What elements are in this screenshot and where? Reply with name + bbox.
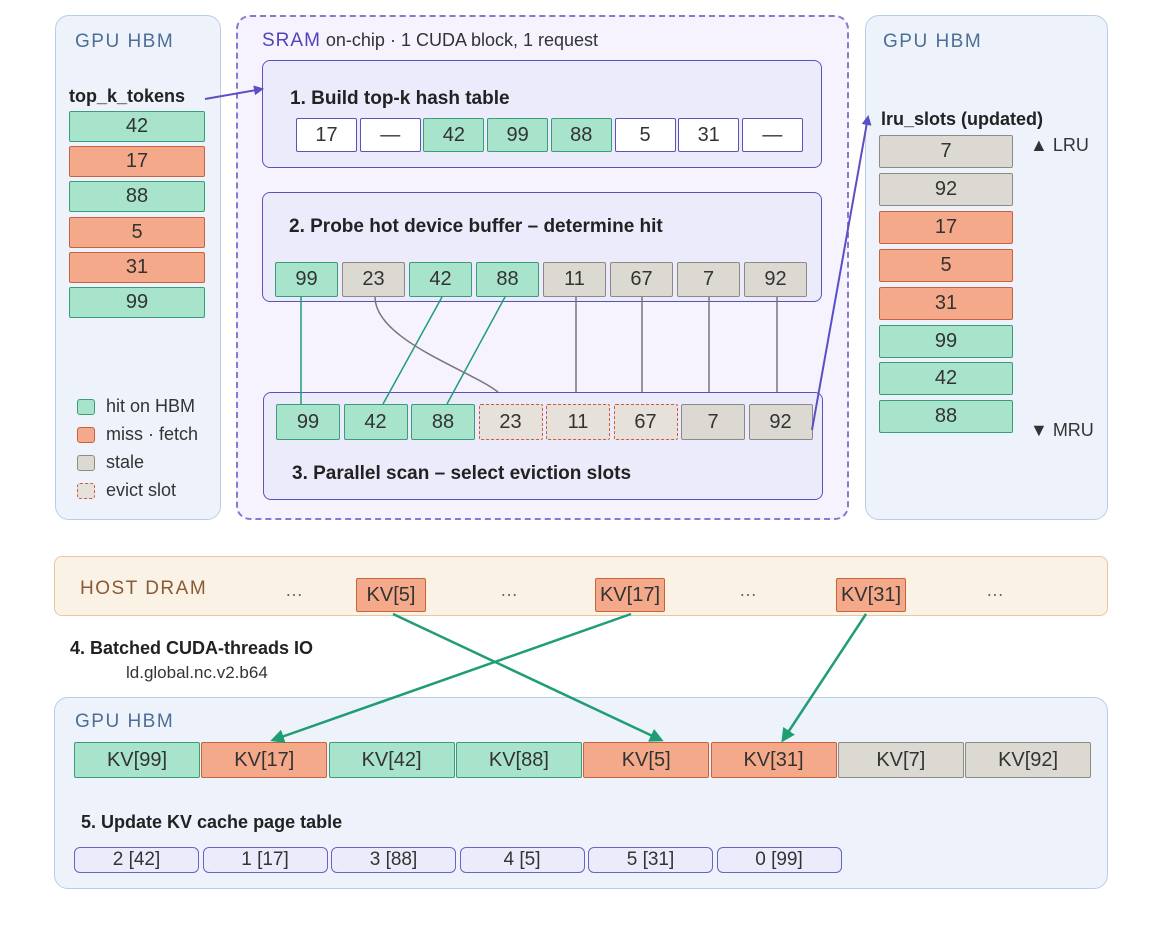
kv-cell: KV[7]	[837, 742, 964, 778]
host-ellipsis: …	[986, 580, 1004, 600]
arrow-scan-to-lru	[811, 115, 872, 431]
hash-cell: 31	[678, 118, 740, 152]
arrow-topk-to-hash	[204, 85, 264, 100]
lru-slot: 17	[879, 210, 1013, 244]
legend-label-hit: hit on HBM	[106, 396, 196, 416]
scan-cell: 67	[613, 404, 678, 440]
sram-label: SRAM on-chip · 1 CUDA block, 1 request	[262, 30, 598, 52]
legend-label-miss: miss · fetch	[106, 424, 199, 444]
buffer-cell: 7	[677, 262, 740, 297]
lru-slot: 5	[879, 248, 1013, 282]
buffer-cell: 23	[342, 262, 405, 297]
host-ellipsis: …	[285, 580, 303, 600]
lru-slot: 99	[879, 324, 1013, 358]
host-dram-panel	[54, 556, 1108, 616]
step2-title: 2. Probe hot device buffer – determine h…	[289, 216, 663, 237]
lru-slot: 92	[879, 172, 1013, 206]
lru-slot: 88	[879, 400, 1013, 434]
hash-cell: 99	[487, 118, 549, 152]
legend-label-evict: evict slot	[106, 480, 177, 500]
lru-marker: ▲ LRU	[1030, 135, 1089, 155]
legend-swatch-miss	[77, 427, 95, 443]
host-kv-cell: KV[5]	[356, 578, 426, 612]
buffer-cell: 99	[275, 262, 338, 297]
buffer-cell: 92	[744, 262, 807, 297]
hash-cell: —	[741, 118, 803, 152]
kv-cell: KV[92]	[965, 742, 1092, 778]
bottom-panel-label: GPU HBM	[75, 711, 175, 732]
fetch-kv5	[392, 612, 664, 742]
hash-cell: 17	[296, 118, 357, 152]
map-88	[446, 296, 506, 405]
host-kv-cell: KV[17]	[595, 578, 665, 612]
hash-cell: 88	[550, 118, 612, 152]
step3-title: 3. Parallel scan – select eviction slots	[292, 463, 632, 484]
page-table-entry: 2 [42]	[74, 847, 199, 873]
fetch-kv17	[270, 612, 632, 743]
lru-slot: 42	[879, 362, 1013, 396]
buffer-cell: 42	[409, 262, 472, 297]
lru-slot: 7	[879, 135, 1013, 168]
hash-cell: 5	[614, 118, 676, 152]
host-ellipsis: …	[739, 580, 757, 600]
top-k-tokens-title: top_k_tokens	[69, 86, 186, 106]
page-table-entry: 1 [17]	[202, 847, 328, 873]
step5-title: 5. Update KV cache page table	[81, 812, 343, 832]
buffer-cell: 67	[610, 262, 673, 297]
sram-label-main: SRAM	[262, 30, 321, 51]
right-panel-label: GPU HBM	[883, 31, 983, 52]
step1-title: 1. Build top-k hash table	[290, 88, 510, 109]
sram-label-rest: on-chip · 1 CUDA block, 1 request	[320, 30, 599, 50]
host-kv-cell: KV[31]	[836, 578, 906, 612]
host-dram-label: HOST DRAM	[80, 578, 208, 599]
legend-swatch-hit	[77, 399, 95, 415]
legend-swatch-stale	[77, 455, 95, 471]
page-table-entry: 4 [5]	[459, 847, 585, 873]
scan-cell: 92	[748, 404, 813, 440]
scan-cell: 7	[681, 404, 745, 440]
lru-slot: 31	[879, 286, 1013, 320]
lru-slots-title: lru_slots (updated)	[881, 109, 1044, 129]
io-subtitle: ld.global.nc.v2.b64	[126, 663, 268, 682]
kv-cell: KV[42]	[328, 742, 455, 778]
fetch-kv31	[781, 613, 868, 743]
kv-cell: KV[31]	[710, 742, 837, 778]
scan-cell: 23	[478, 404, 543, 440]
page-table-entry: 5 [31]	[588, 847, 713, 873]
buffer-cell: 88	[476, 262, 539, 297]
scan-cell: 99	[276, 404, 340, 440]
kv-cell: KV[88]	[455, 742, 582, 778]
map-42	[382, 296, 443, 405]
token-cell: 5	[69, 216, 205, 248]
hash-cell: —	[359, 118, 421, 152]
legend-label-stale: stale	[106, 452, 145, 472]
host-ellipsis: …	[500, 580, 518, 600]
legend-swatch-evict	[77, 483, 95, 499]
hash-cell: 42	[423, 118, 485, 152]
token-cell: 17	[69, 146, 205, 178]
token-cell: 31	[69, 251, 205, 283]
map-23	[374, 296, 499, 393]
scan-cell: 11	[546, 404, 610, 440]
token-cell: 42	[69, 111, 205, 142]
buffer-cell: 11	[543, 262, 606, 297]
token-cell: 99	[69, 287, 205, 318]
scan-cell: 42	[343, 404, 408, 440]
token-cell: 88	[69, 181, 205, 213]
io-title: 4. Batched CUDA-threads IO	[70, 638, 314, 658]
left-panel-label: GPU HBM	[75, 31, 175, 52]
scan-cell: 88	[411, 404, 475, 440]
page-table-entry: 0 [99]	[716, 847, 842, 873]
kv-cell: KV[5]	[583, 742, 710, 778]
mru-marker: ▼ MRU	[1030, 420, 1094, 440]
kv-cell: KV[99]	[74, 742, 200, 778]
page-table-entry: 3 [88]	[331, 847, 456, 873]
kv-cell: KV[17]	[201, 742, 328, 778]
